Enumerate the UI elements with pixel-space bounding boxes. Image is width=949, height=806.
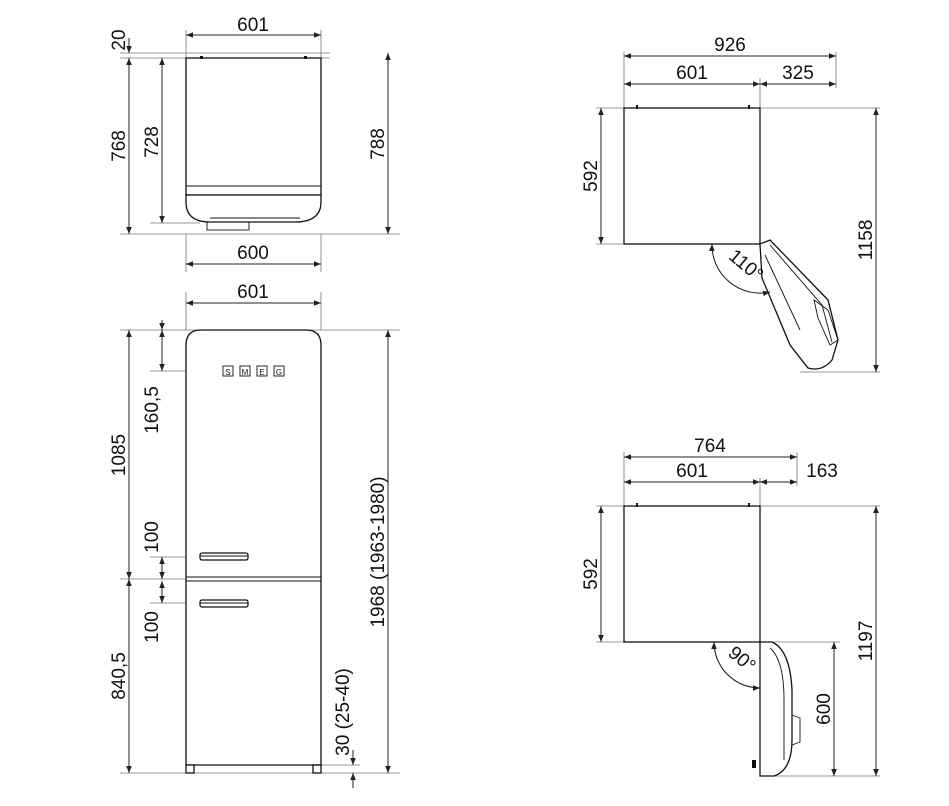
- top-view-door: [185, 194, 322, 223]
- body-90: [623, 505, 761, 643]
- body-width-110-label: 601: [676, 63, 708, 84]
- foot-left: [185, 764, 195, 774]
- top-view-handle: [206, 221, 250, 231]
- smeg-logo: S M E G: [222, 365, 285, 377]
- handle-upper-offset-label: 100: [142, 521, 163, 553]
- upper-door-handle: [199, 552, 249, 561]
- depth-outer-label: 768: [109, 130, 130, 162]
- depth-inner-label: 728: [142, 126, 163, 158]
- top-width-label: 601: [237, 15, 269, 36]
- handle-lower-offset-label: 100: [142, 611, 163, 643]
- depth-90-label: 592: [581, 558, 602, 590]
- open-90-view: 90° 764 601 163 592 600 1197: [581, 436, 880, 777]
- total-height-label: 1968 (1963-1980): [368, 476, 389, 627]
- total-width-110-label: 926: [714, 35, 746, 56]
- svg-text:S: S: [225, 368, 230, 377]
- door-extra-110-label: 325: [782, 63, 814, 84]
- lower-height-label: 840,5: [109, 652, 130, 700]
- front-width-label: 601: [237, 282, 269, 303]
- svg-text:E: E: [259, 368, 264, 377]
- door-110: [759, 239, 839, 370]
- front-view: S M E G 601 1085 840,5 160,5 100: [109, 282, 400, 788]
- foot-right: [312, 764, 322, 774]
- lower-door-handle: [199, 599, 249, 608]
- svg-text:G: G: [276, 368, 282, 377]
- top-view: 601 600 20 768 728 788: [109, 15, 400, 272]
- svg-text:M: M: [242, 368, 249, 377]
- angle-90-label: 90°: [724, 643, 760, 678]
- depth-110-label: 592: [581, 160, 602, 192]
- total-depth-110-label: 1158: [856, 220, 877, 261]
- open-110-view: 110° 926 601 325 592 1158: [581, 35, 880, 373]
- depth-total-label: 788: [368, 128, 389, 160]
- upper-height-label: 1085: [109, 434, 130, 476]
- feet-height-label: 30 (25-40): [333, 668, 354, 756]
- body-110: [623, 107, 761, 245]
- bottom-width-label: 600: [237, 243, 269, 264]
- body-width-90-label: 601: [676, 461, 708, 482]
- fridge-body: [185, 329, 322, 766]
- total-depth-90-label: 1197: [856, 621, 877, 662]
- door-extra-90-label: 163: [806, 461, 838, 482]
- top-view-body: [185, 57, 322, 196]
- offset-label: 20: [109, 29, 130, 50]
- total-width-90-label: 764: [694, 436, 726, 457]
- door-90: [752, 641, 801, 777]
- logo-offset-label: 160,5: [142, 386, 163, 434]
- door-depth-90-label: 600: [814, 693, 835, 725]
